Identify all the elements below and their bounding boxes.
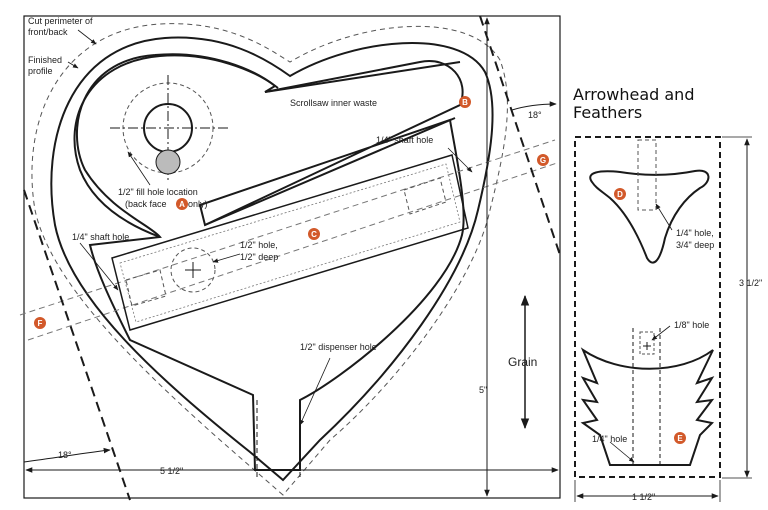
svg-text:F: F: [38, 319, 43, 328]
svg-text:G: G: [540, 156, 546, 165]
label-finished-2: profile: [28, 66, 53, 76]
badge-f: F: [34, 317, 46, 329]
label-angle-18-bottom: 18°: [58, 450, 72, 460]
label-fill-hole-2b: only): [188, 199, 208, 209]
leader-fill-hole: [127, 151, 151, 186]
inner-waste-contour: [76, 53, 465, 471]
leader-finished-profile: [67, 61, 79, 69]
angle-cut-left: [23, 189, 131, 501]
label-angle-18-top: 18°: [528, 110, 542, 120]
leader-quarter-hole: [609, 441, 635, 463]
leader-cut-perimeter: [77, 29, 97, 45]
board-outline: [23, 15, 561, 499]
feathers-shape: [580, 347, 715, 466]
scrollsaw-slot: [204, 61, 461, 226]
arrowhead-title-1: Arrowhead and: [573, 85, 694, 104]
inner-upper-lobe: [73, 54, 279, 238]
angle-arc-bottom: [23, 447, 111, 463]
label-cut-perimeter-2: front/back: [28, 27, 68, 37]
label-dim-1-5: 1 1/2": [632, 492, 655, 502]
finished-profile-heart: [50, 36, 494, 482]
cut-perimeter-heart: [31, 23, 508, 496]
shaft-hole-left-rect: [125, 269, 167, 307]
half-inch-hole: [170, 247, 216, 293]
svg-text:A: A: [179, 200, 185, 209]
badge-e: E: [674, 432, 686, 444]
shaft-hole-right-rect: [403, 177, 447, 215]
shaft-axis-line: [19, 139, 556, 316]
badge-a: A: [176, 198, 188, 210]
label-dispenser-hole: 1/2" dispenser hole: [300, 342, 377, 352]
label-dim-3-5: 3 1/2": [739, 278, 762, 288]
badge-g: G: [537, 154, 549, 166]
label-dim-5: 5": [479, 385, 487, 395]
svg-text:B: B: [462, 98, 468, 107]
badge-c: C: [308, 228, 320, 240]
arrowhead-title-2: Feathers: [573, 103, 642, 122]
label-dim-width: 5 1/2": [160, 466, 183, 476]
label-finished-1: Finished: [28, 55, 62, 65]
label-shaft-hole-left: 1/4" shaft hole: [72, 232, 129, 242]
arrowhead-panel-border: [574, 136, 721, 478]
label-half-hole-1: 1/2" hole,: [240, 240, 278, 250]
angle-arc-top: [511, 101, 557, 111]
label-quarter-hole-deep-1: 1/4" hole,: [676, 228, 714, 238]
arrowhead-shape: [589, 169, 710, 264]
leader-shaft-hole-top: [447, 147, 473, 173]
label-quarter-hole-deep-2: 3/4" deep: [676, 240, 714, 250]
reservoir-rectangle-dotted: [119, 163, 461, 323]
label-half-hole-2: 1/2" deep: [240, 252, 278, 262]
shaft-axis-line-2: [27, 161, 561, 341]
svg-text:E: E: [677, 434, 683, 443]
label-scrollsaw: Scrollsaw inner waste: [290, 98, 377, 108]
leader-shaft-hole-left: [79, 242, 119, 291]
fill-hole-back-circle: [155, 149, 181, 175]
label-quarter-hole: 1/4" hole: [592, 434, 627, 444]
reservoir-rectangle: [111, 154, 469, 331]
label-fill-hole-2a: (back face: [125, 199, 167, 209]
svg-text:D: D: [617, 190, 623, 199]
label-fill-hole-1: 1/2" fill hole location: [118, 187, 198, 197]
label-grain: Grain: [508, 355, 537, 369]
angle-cut-right: [479, 15, 561, 256]
leader-half-hole: [212, 253, 241, 263]
badge-d: D: [614, 188, 626, 200]
label-cut-perimeter-1: Cut perimeter of: [28, 16, 93, 26]
badge-b: B: [459, 96, 471, 108]
svg-text:C: C: [311, 230, 317, 239]
eighth-hole-dashed: [639, 331, 655, 355]
label-shaft-hole-top: 1/4" shaft hole: [376, 135, 433, 145]
leader-quarter-hole-deep: [655, 203, 673, 231]
label-eighth-hole: 1/8" hole: [674, 320, 709, 330]
leader-dispenser-hole: [299, 357, 331, 426]
arrowhead-hole-dashed: [637, 139, 657, 211]
leader-eighth-hole: [651, 325, 671, 341]
